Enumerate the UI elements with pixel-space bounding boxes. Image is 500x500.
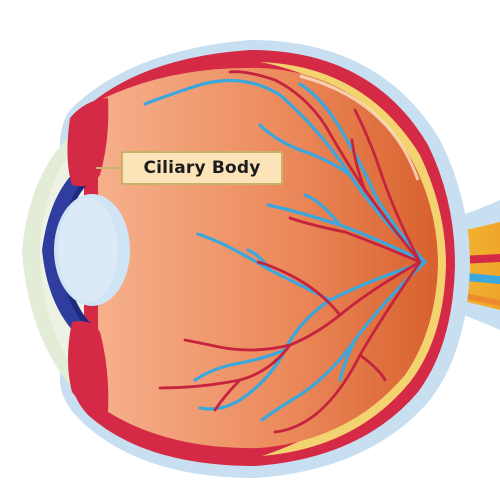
cornea — [22, 130, 84, 395]
iris — [42, 165, 92, 340]
ciliary-body-label-text: Ciliary Body — [143, 158, 261, 178]
blood-vessels — [143, 70, 427, 434]
ciliary-body-upper — [67, 98, 109, 187]
ciliary-body-label: Ciliary Body — [121, 151, 283, 185]
ciliary-body-lower — [68, 321, 109, 412]
